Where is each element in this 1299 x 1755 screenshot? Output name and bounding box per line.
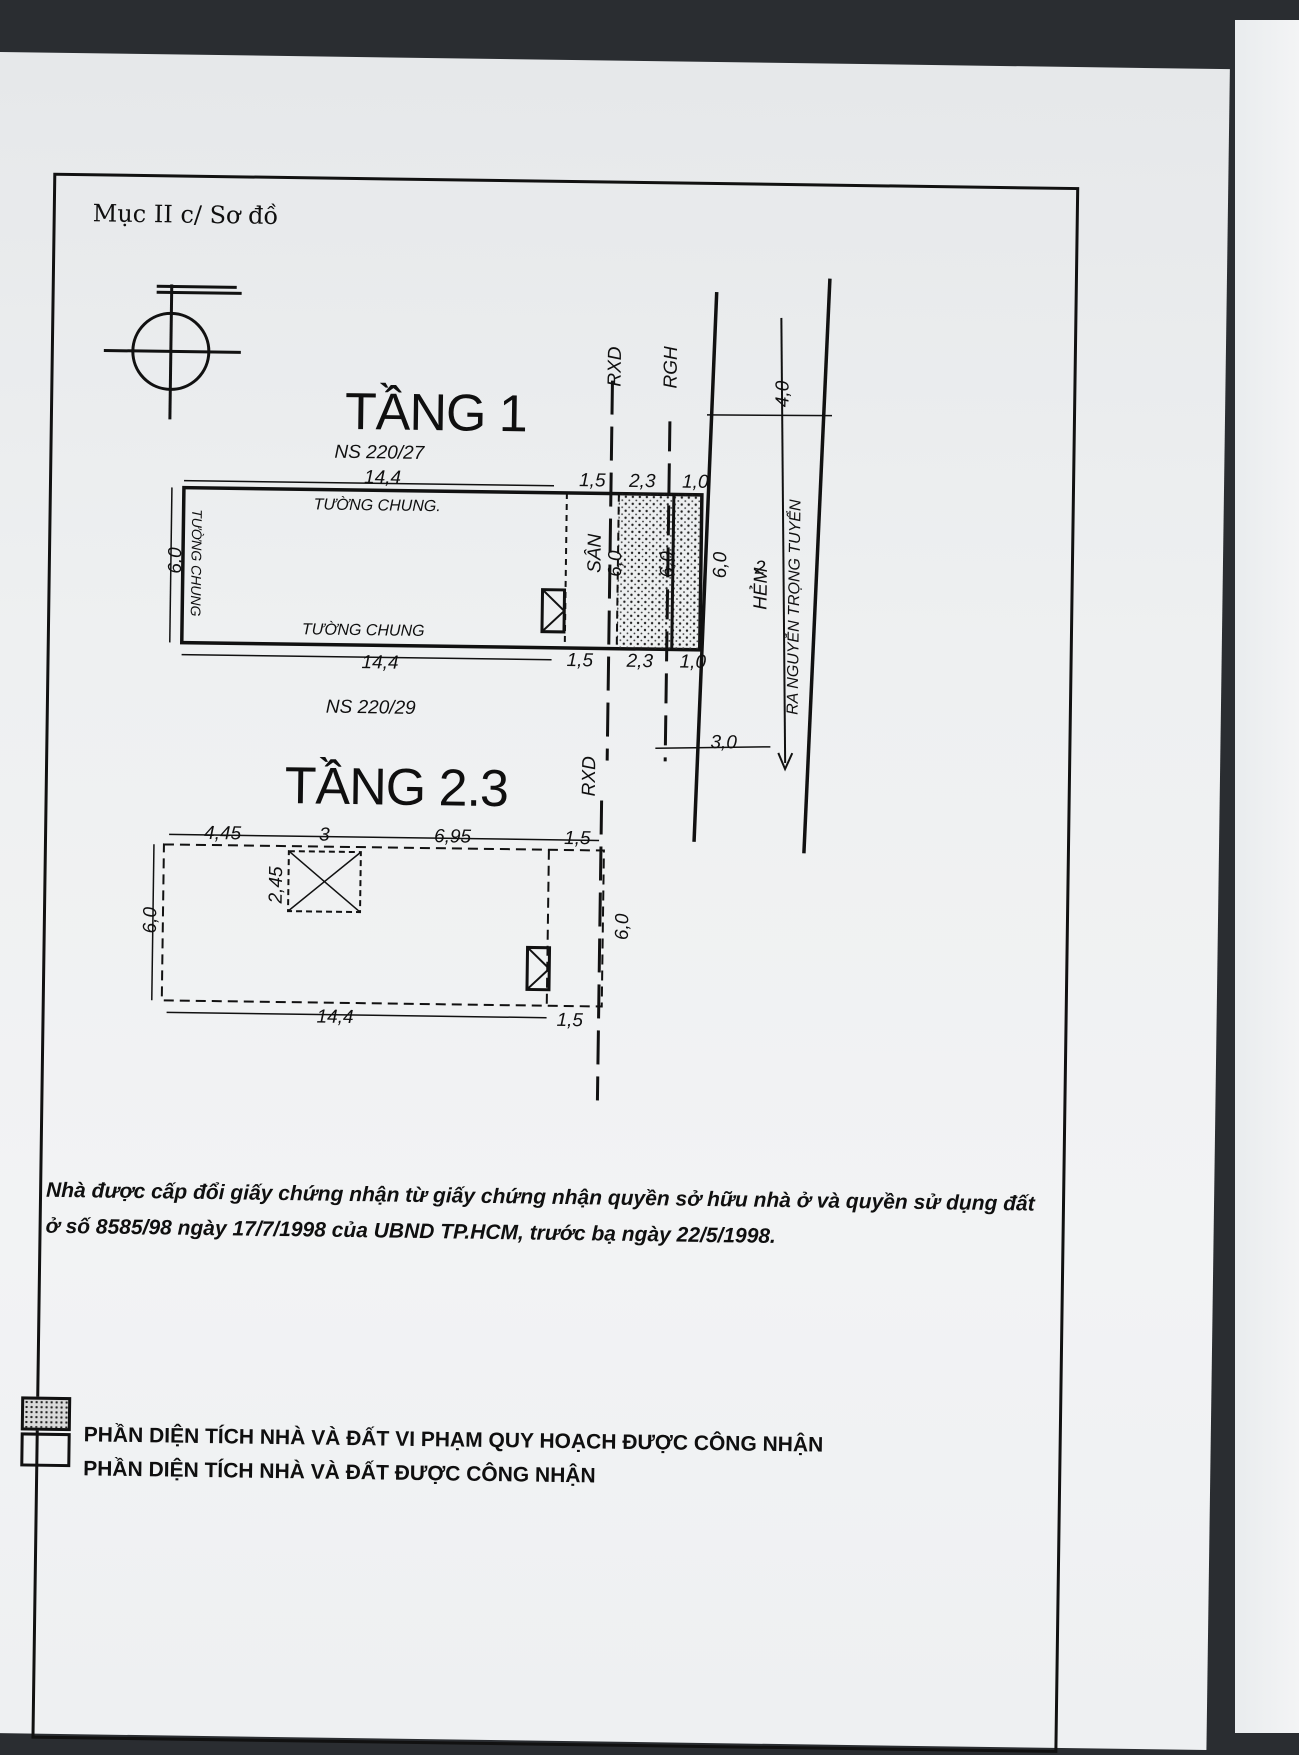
stair-void	[287, 850, 362, 914]
rxd-line-floor1	[605, 380, 614, 761]
floor1-seg-b-bottom: 2,3	[626, 650, 654, 673]
floor1-neighbor-bottom: NS 220/29	[325, 696, 416, 719]
legend-swatch-recognized	[20, 1432, 71, 1468]
floor1-width-right: 6,0	[709, 551, 732, 579]
floor1-seg-a-bottom: 1,5	[566, 649, 594, 672]
floor1-wall-bottom: TƯỜNG CHUNG	[301, 621, 425, 640]
floor-plan-drawing	[103, 278, 833, 1101]
floor23-outline	[160, 843, 605, 1008]
floor1-alley-width-bottom: 3,0	[710, 731, 737, 754]
floor1-width-left: 6,0	[164, 547, 187, 574]
alley-destination-label: RA NGUYỄN TRỌNG TUYỂN	[784, 499, 805, 715]
floor1-seg-c-top: 1,0	[681, 471, 709, 493]
floor1-width-yard: 6,0	[604, 550, 627, 578]
floor1-door-symbol	[540, 588, 567, 634]
floor1-rgh-label: RGH	[660, 346, 683, 389]
floor23-width-right: 6,0	[611, 913, 634, 941]
alley-edge-right	[802, 278, 832, 854]
floor1-length-top: 14,4	[363, 467, 402, 489]
floor1-length-bottom: 14,4	[361, 652, 399, 674]
floor23-rxd-label: RXD	[578, 756, 601, 797]
floor1-seg-c-bottom: 1,0	[679, 651, 707, 673]
violation-area-hatch	[616, 493, 702, 650]
paper-sheet: Mục II c/ Sơ đồ	[0, 52, 1230, 1753]
floor23-seg4: 1,5	[563, 827, 591, 850]
background-paper-sheet	[1235, 20, 1299, 1733]
rgh-line	[663, 421, 672, 762]
legend-swatch-violation	[20, 1396, 72, 1432]
north-arrow-icon	[103, 284, 242, 420]
floor1-width-dotted: 6,0	[656, 551, 679, 578]
certificate-note: Nhà được cấp đổi giấy chứng nhận từ giấy…	[45, 1178, 1035, 1248]
floor1-rxd-label: RXD	[604, 346, 627, 387]
floor1-seg-a-top: 1,5	[578, 470, 606, 492]
floor1-wall-left: TƯỜNG CHUNG	[187, 509, 206, 617]
floor1-title: TẦNG 1	[344, 382, 528, 444]
floor1-wall-top: TƯỜNG CHUNG.	[313, 496, 441, 516]
floor23-seg1: 4,45	[203, 822, 242, 845]
alley-number: 2	[754, 557, 766, 579]
floor23-seg-bottom-right: 1,5	[556, 1009, 584, 1032]
floor23-void-depth: 2,45	[265, 866, 288, 904]
floor23-seg2: 3	[318, 824, 330, 846]
floor1-yard-label: SÂN	[584, 533, 606, 574]
rxd-line-floor23	[595, 800, 604, 1101]
floor23-title: TẦNG 2.3	[284, 757, 509, 819]
alley-direction-arrow	[780, 317, 787, 764]
floor1-alley-width-top: 4,0	[772, 380, 794, 408]
floor23-length-bottom: 14,4	[316, 1006, 354, 1029]
floor1-neighbor-top: NS 220/27	[334, 441, 425, 464]
floor23-seg3: 6,95	[433, 826, 472, 848]
floor1-seg-b-top: 2,3	[628, 470, 656, 493]
floor23-width-left: 6,0	[139, 906, 162, 934]
alley-edge-left	[692, 291, 719, 842]
